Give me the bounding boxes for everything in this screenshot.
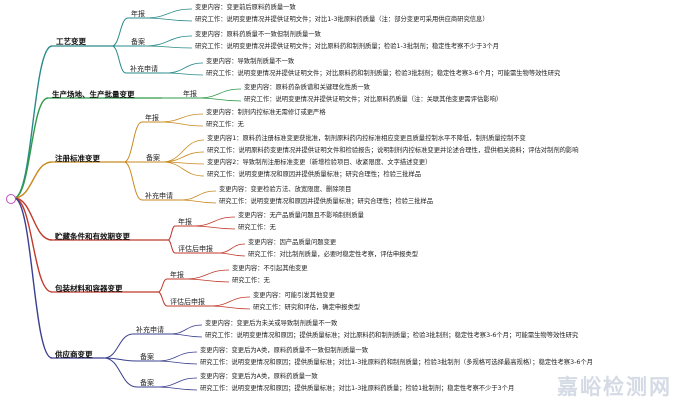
leaf-text: 研究工作：说明变更情况并提供证明文件；对比1-3批原料药质量（注：部分变更可采用… bbox=[195, 16, 489, 23]
leaf-text: 研究工作：研究和评估，确定申报类型 bbox=[253, 304, 361, 311]
leaf-text: 研究工作：说明变更情况和原因并提供质量标准；研究合理性；检验三批样品 bbox=[207, 171, 422, 178]
connector-line bbox=[192, 225, 236, 230]
leaf-text: 研究工作：说明变更情况和原因并提供质量标准；研究合理性；检验三批样品 bbox=[219, 198, 434, 205]
branch-label: 工艺变更 bbox=[56, 37, 86, 46]
sub-label: 补充申请 bbox=[130, 65, 158, 73]
connector-line bbox=[13, 161, 53, 199]
leaf-text: 变更内容：变更检验方法、放宽限度、删除项目 bbox=[219, 186, 352, 193]
connector-line bbox=[197, 97, 242, 102]
connector-line bbox=[157, 278, 168, 293]
leaf-text: 变更内容：变更后为未关或导致制剂质量不一致 bbox=[205, 320, 338, 327]
leaf-text: 研究工作：无 bbox=[238, 224, 276, 231]
connector-line bbox=[156, 360, 198, 365]
connector-line bbox=[179, 190, 217, 201]
connector-line bbox=[209, 305, 251, 310]
leaf-text: 研究工作：说明变更情况并提供证明文件；对比原料药和制剂质量；检验3批制剂；稳定性… bbox=[206, 70, 561, 77]
connector-line bbox=[13, 97, 49, 199]
leaf-text: 变更内容：可能引发其他变更 bbox=[253, 292, 335, 299]
sub-label: 评估后申报 bbox=[178, 245, 213, 253]
branch-label: 包装材料和容器变更 bbox=[55, 284, 123, 293]
connector-line bbox=[209, 296, 251, 307]
connector-line bbox=[167, 239, 176, 254]
connector-line bbox=[111, 45, 127, 74]
connector-line bbox=[13, 197, 53, 241]
sub-label: 年报 bbox=[178, 218, 192, 226]
connector-line bbox=[161, 139, 205, 163]
connector-line bbox=[165, 72, 204, 76]
connector-line bbox=[217, 252, 246, 257]
connector-line bbox=[156, 351, 198, 362]
connector-line bbox=[159, 113, 204, 123]
leaf-text: 变更内容：变更前后原料药质量一致 bbox=[195, 4, 296, 11]
connector-line bbox=[217, 243, 246, 254]
leaf-text: 研究工作：说明变更情况并提供证明文件；对比原料药和制剂质量；检验1-3批制剂；稳… bbox=[195, 43, 499, 50]
sub-label: 备案 bbox=[146, 154, 160, 162]
leaf-text: 研究工作：无 bbox=[206, 121, 244, 128]
leaf-text: 变更内容：制剂内控标准无需修订或更严格 bbox=[206, 109, 326, 116]
leaf-text: 研究工作：说明变更情况和原因；提供质量标准；对比1-3批原料药质量；检验1批制剂… bbox=[200, 385, 515, 392]
leaf-text: 变更内容1：原料药注册标准变更获批准，制剂原料药内控标准相应变更且质量控制水平不… bbox=[207, 135, 526, 142]
leaf-text: 研究工作：说明变更情况并提供证明文件；对比原料药质量（注：关联其他变更需评估影响… bbox=[244, 96, 503, 103]
sub-label: 年报 bbox=[170, 271, 184, 279]
sub-label: 补充申请 bbox=[145, 192, 173, 200]
sub-label: 年报 bbox=[145, 114, 159, 122]
connector-line bbox=[197, 88, 242, 99]
root-node bbox=[6, 194, 16, 204]
connector-line bbox=[144, 35, 193, 47]
connector-line bbox=[184, 278, 230, 283]
branch-label: 供应商变更 bbox=[55, 350, 93, 359]
sub-label: 年报 bbox=[131, 10, 145, 18]
connector-line bbox=[179, 199, 217, 204]
leaf-text: 变更内容：变更后为A类，原料药质量一致 bbox=[200, 373, 318, 380]
connector-line bbox=[161, 161, 205, 177]
leaf-text: 变更内容：原料药质量不一致但制剂质量一致 bbox=[195, 31, 321, 38]
leaf-text: 变更内容：因产品质量问题变更 bbox=[248, 239, 337, 246]
connector-line bbox=[123, 161, 143, 201]
branch-label: 注册标准变更 bbox=[55, 154, 100, 163]
connector-line bbox=[161, 151, 205, 163]
watermark: 嘉峪检测网 bbox=[557, 375, 672, 399]
connector-line bbox=[192, 216, 236, 227]
branch-label: 生产场地、生产批量变更 bbox=[52, 90, 135, 99]
leaf-text: 研究工作：说明变更情况和原因；提供质量标准；对比原料药和制剂质量；检验3批制剂；… bbox=[205, 332, 579, 339]
connector-line bbox=[111, 17, 129, 47]
connector-line bbox=[156, 377, 198, 388]
connector-line bbox=[169, 324, 203, 335]
connector-line bbox=[159, 121, 204, 127]
leaf-text: 变更内容：变更后为A类，原料药质量不一致但制剂质量一致 bbox=[200, 347, 369, 354]
connector-line bbox=[144, 8, 193, 19]
connector-line bbox=[103, 333, 134, 359]
sub-label: 备案 bbox=[131, 38, 145, 46]
leaf-text: 研究工作：说明变更情况和原因；提供质量标准；对比1-3批原料药和制剂质量；检验3… bbox=[200, 359, 593, 366]
connector-line bbox=[13, 197, 53, 359]
connector-line bbox=[165, 62, 204, 74]
connector-line bbox=[157, 291, 168, 307]
leaf-text: 变更内容：原料药杂质谱和关键理化性质一致 bbox=[244, 84, 370, 91]
connector-line bbox=[13, 197, 53, 293]
connector-line bbox=[13, 45, 53, 199]
sub-label: 评估后申报 bbox=[170, 298, 205, 306]
leaf-text: 变更内容2：导致制剂注册标准变更（新增检验项目、收紧限度、文字描述变更） bbox=[207, 159, 432, 166]
connector-line bbox=[144, 45, 193, 49]
leaf-text: 变更内容：不引起其他变更 bbox=[232, 265, 308, 272]
connector-line bbox=[123, 121, 143, 163]
sub-label: 备案 bbox=[140, 353, 154, 361]
leaf-text: 变更内容：无产品质量问题且不影响制剂质量 bbox=[238, 212, 364, 219]
branch-label: 贮藏条件和有效期变更 bbox=[55, 232, 130, 241]
sub-label: 备案 bbox=[140, 379, 154, 387]
leaf-text: 变更内容：导致制剂质量不一致 bbox=[206, 58, 295, 65]
connector-line bbox=[167, 225, 176, 241]
connector-line bbox=[156, 386, 198, 391]
leaf-text: 研究工作：无 bbox=[232, 277, 270, 284]
leaf-text: 研究工作：说明原料药变更情况并提供证明文件和检验报告；说明制剂内控标准变更并论述… bbox=[207, 147, 579, 154]
sub-label: 年报 bbox=[183, 90, 197, 98]
connector-line bbox=[169, 333, 203, 338]
leaf-text: 研究工作：对比制剂质量，必要时稳定性考察，评估申报类型 bbox=[248, 251, 419, 258]
connector-line bbox=[144, 17, 193, 22]
connector-line bbox=[184, 269, 230, 280]
sub-label: 补充申请 bbox=[136, 326, 164, 334]
connector-line bbox=[103, 357, 138, 388]
